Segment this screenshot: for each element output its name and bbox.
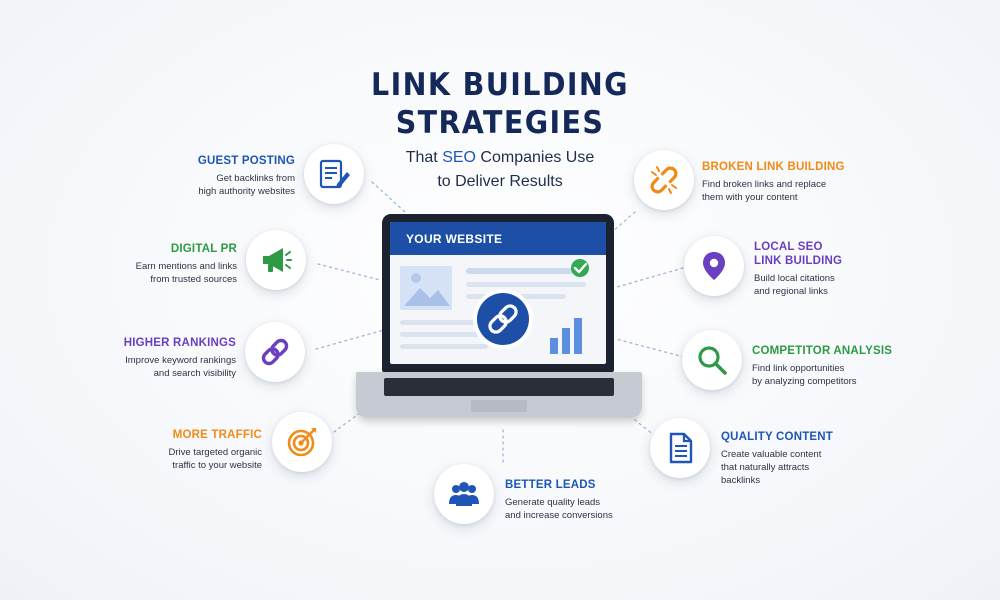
document-icon [669, 432, 693, 464]
better-leads-desc-line-2: and increase conversions [505, 510, 613, 521]
competitor-desc-line-1: Find link opportunities [752, 363, 845, 374]
guest-posting-title: GUEST POSTING [197, 155, 295, 167]
broken-link-desc: Find broken links and replace them with … [702, 178, 902, 204]
chain-link-icon [473, 289, 533, 349]
title-line-1: LINK BUILDING [371, 67, 629, 103]
subtitle: That SEO Companies Use to Deliver Result… [0, 146, 1000, 194]
link-icon [261, 338, 289, 366]
local-seo-title: LOCAL SEO LINK BUILDING [754, 240, 914, 268]
connector-guest-posting [371, 181, 406, 213]
competitor-title: COMPETITOR ANALYSIS [752, 345, 893, 357]
connector-digital-pr [317, 263, 381, 281]
more-traffic-desc: Drive targeted organic traffic to your w… [118, 446, 262, 472]
more-traffic-title: MORE TRAFFIC [172, 429, 262, 441]
laptop-base [356, 372, 642, 418]
website-header-bar: YOUR WEBSITE [390, 222, 606, 255]
more-traffic-icon-circle [272, 412, 332, 472]
article-edit-icon [319, 159, 350, 189]
broken-link-title: BROKEN LINK BUILDING [702, 161, 845, 173]
guest-posting-desc-line-2: high authority websites [198, 186, 295, 197]
broken-link-icon [650, 166, 678, 194]
competitor-desc: Find link opportunities by analyzing com… [752, 362, 927, 388]
laptop-lid: YOUR WEBSITE [382, 214, 614, 372]
higher-rankings-title: HIGHER RANKINGS [123, 337, 236, 349]
digital-pr-title: DIGITAL PR [170, 243, 237, 255]
quality-content-label: QUALITY CONTENT Create valuable content … [721, 430, 881, 487]
better-leads-title: BETTER LEADS [505, 479, 596, 491]
local-seo-desc-line-2: and regional links [754, 286, 828, 297]
digital-pr-icon-circle [246, 230, 306, 290]
guest-posting-desc-line-1: Get backlinks from [216, 173, 295, 184]
better-leads-desc: Generate quality leads and increase conv… [505, 496, 645, 522]
broken-link-label: BROKEN LINK BUILDING Find broken links a… [702, 160, 902, 204]
quality-content-desc-line-1: Create valuable content [721, 449, 822, 460]
more-traffic-label: MORE TRAFFIC Drive targeted organic traf… [118, 428, 262, 472]
higher-rankings-icon-circle [245, 322, 305, 382]
local-seo-title-line-2: LINK BUILDING [754, 255, 843, 267]
target-icon [287, 428, 316, 457]
digital-pr-label: DIGITAL PR Earn mentions and links from … [95, 242, 237, 286]
higher-rankings-desc-line-2: and search visibility [153, 368, 236, 379]
higher-rankings-desc: Improve keyword rankings and search visi… [90, 354, 236, 380]
subtitle-accent: SEO [442, 149, 476, 166]
competitor-desc-line-2: by analyzing competitors [752, 376, 857, 387]
local-seo-title-line-1: LOCAL SEO [754, 241, 823, 253]
connector-higher-rankings [315, 329, 385, 350]
digital-pr-desc-line-1: Earn mentions and links [135, 261, 237, 272]
connector-competitor [615, 338, 685, 358]
more-traffic-desc-line-2: traffic to your website [172, 460, 262, 471]
laptop: YOUR WEBSITE [356, 214, 642, 424]
magnifier-icon [698, 346, 727, 375]
website-header-label: YOUR WEBSITE [406, 232, 503, 246]
digital-pr-desc-line-2: from trusted sources [150, 274, 237, 285]
website-mockup [400, 259, 589, 354]
quality-content-desc-line-3: backlinks [721, 475, 761, 486]
guest-posting-label: GUEST POSTING Get backlinks from high au… [150, 154, 295, 198]
subtitle-line-2: to Deliver Results [437, 173, 563, 190]
subtitle-post: Companies Use [475, 149, 595, 166]
better-leads-label: BETTER LEADS Generate quality leads and … [505, 478, 645, 522]
guest-posting-icon-circle [304, 144, 364, 204]
checkmark-icon [571, 259, 589, 277]
guest-posting-desc: Get backlinks from high authority websit… [150, 172, 295, 198]
people-icon [449, 482, 479, 506]
better-leads-icon-circle [434, 464, 494, 524]
broken-link-desc-line-2: them with your content [702, 192, 798, 203]
connector-local-seo [616, 267, 684, 288]
competitor-icon-circle [682, 330, 742, 390]
local-seo-icon-circle [684, 236, 744, 296]
higher-rankings-desc-line-1: Improve keyword rankings [125, 355, 236, 366]
bar-chart-icon [550, 318, 582, 354]
more-traffic-desc-line-1: Drive targeted organic [168, 447, 262, 458]
title-block: LINK BUILDING STRATEGIES [0, 66, 1000, 142]
laptop-screen: YOUR WEBSITE [390, 222, 606, 364]
location-pin-icon [703, 252, 725, 280]
competitor-label: COMPETITOR ANALYSIS Find link opportunit… [752, 344, 927, 388]
laptop-trackpad [471, 400, 527, 412]
title-line-2: STRATEGIES [395, 105, 605, 141]
megaphone-icon [263, 248, 292, 272]
local-seo-label: LOCAL SEO LINK BUILDING Build local cita… [754, 240, 914, 298]
quality-content-icon-circle [650, 418, 710, 478]
local-seo-desc-line-1: Build local citations [754, 273, 835, 284]
better-leads-desc-line-1: Generate quality leads [505, 497, 601, 508]
broken-link-desc-line-1: Find broken links and replace [702, 179, 827, 190]
quality-content-title: QUALITY CONTENT [721, 431, 834, 443]
digital-pr-desc: Earn mentions and links from trusted sou… [95, 260, 237, 286]
connector-broken-link [611, 211, 636, 233]
subtitle-line-1: That SEO Companies Use [0, 146, 1000, 170]
image-placeholder-icon [404, 273, 450, 306]
quality-content-desc-line-2: that naturally attracts [721, 462, 810, 473]
quality-content-desc: Create valuable content that naturally a… [721, 448, 881, 487]
local-seo-desc: Build local citations and regional links [754, 272, 914, 298]
laptop-keyboard [384, 378, 614, 396]
broken-link-icon-circle [634, 150, 694, 210]
higher-rankings-label: HIGHER RANKINGS Improve keyword rankings… [90, 336, 236, 380]
subtitle-pre: That [405, 149, 443, 166]
